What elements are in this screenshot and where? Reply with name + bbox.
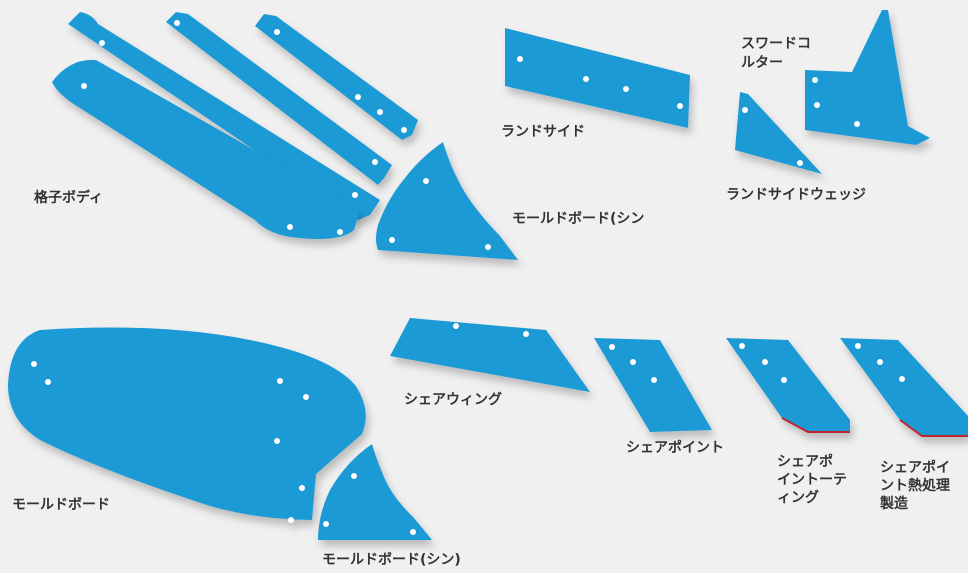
label-share-point-heat-line1: シェアポイ [880,460,950,476]
label-share-point-toeting-line1: シェアポ [777,454,833,470]
moldboard [8,327,366,523]
label-landside: ランドサイド [501,124,585,140]
label-share-point: シェアポイント [626,440,724,456]
label-moldboard-shin-bottom: モールドボード(シン) [322,552,461,568]
lattice-bar-4 [52,59,360,239]
share-wing [390,318,590,392]
label-share-point-heat-line3: 製造 [880,496,908,512]
label-share-wing: シェアウィング [404,392,502,408]
lattice-bar-1 [68,12,380,220]
label-sword-coulter-line2: ルター [741,55,783,71]
moldboard-shin-top [376,142,518,260]
label-landside-wedge: ランドサイドウェッジ [726,187,866,203]
label-moldboard: モールドボード [12,497,110,513]
share-point [594,338,712,432]
lattice-bar-2 [166,12,392,185]
landside [505,28,690,128]
share-point-toeting [726,338,850,433]
label-lattice-body: 格子ボディ [34,190,104,206]
label-sword-coulter-line1: スワードコ [741,36,811,52]
moldboard-shin-bottom [318,444,432,540]
share-point-heat-treated [840,338,968,437]
label-share-point-toeting-line3: ィング [777,490,819,506]
landside-wedge [735,92,822,174]
lattice-bar-3 [255,14,418,140]
label-share-point-toeting-line2: イントーテ [777,472,847,488]
label-share-point-heat-line2: ント熱処理 [880,478,950,494]
label-moldboard-shin-top: モールドボード(シン [512,211,645,227]
sword-coulter [805,10,930,145]
